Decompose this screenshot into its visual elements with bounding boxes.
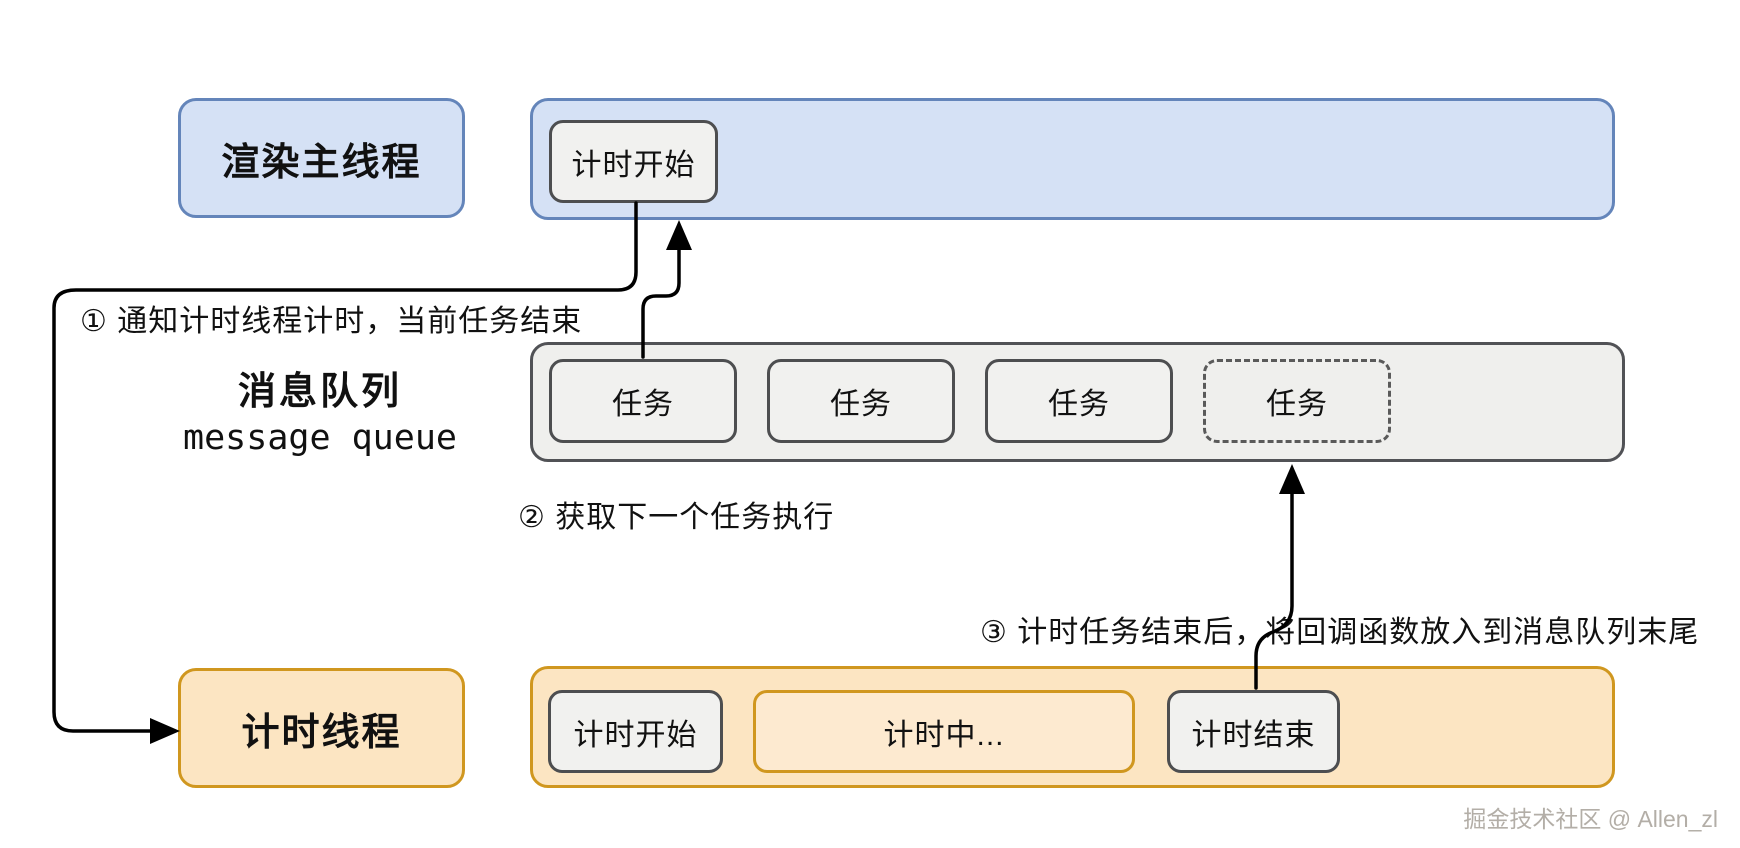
render-main-thread-label-box: 渲染主线程 [178, 98, 465, 218]
arrowhead-right-icon [150, 718, 180, 744]
timing-start-box-timer: 计时开始 [548, 690, 723, 773]
annotation-1: ① 通知计时线程计时，当前任务结束 [80, 305, 583, 338]
message-queue-label-zh: 消息队列 [237, 370, 402, 413]
annotation-3: ③ 计时任务结束后，将回调函数放入到消息队列末尾 [980, 616, 1700, 649]
timer-thread-label: 计时线程 [241, 711, 402, 754]
task-box-4-pending: 任务 [1203, 359, 1391, 443]
timing-start-box-main: 计时开始 [549, 120, 718, 203]
task-box-2: 任务 [767, 359, 955, 443]
watermark: 掘金技术社区 @ Allen_zl [1463, 806, 1718, 832]
message-queue-label: 消息队列 message queue [140, 360, 500, 470]
message-queue-label-en: message queue [183, 418, 457, 458]
arrowhead-up-icon [1279, 464, 1305, 494]
timing-start-label-main: 计时开始 [571, 148, 696, 182]
task-label-3: 任务 [1048, 388, 1110, 421]
arrow-enqueue-callback [1254, 464, 1305, 690]
timer-thread-label-box: 计时线程 [178, 668, 465, 788]
arrow-next-task [641, 220, 692, 359]
timing-in-progress-box: 计时中... [753, 690, 1135, 773]
task-label-2: 任务 [830, 388, 892, 421]
timing-in-progress-label: 计时中... [883, 718, 1005, 752]
timing-end-label: 计时结束 [1191, 718, 1316, 752]
arrowhead-up-icon [666, 220, 692, 250]
render-main-thread-label: 渲染主线程 [221, 141, 422, 184]
task-box-3: 任务 [985, 359, 1173, 443]
arrow-notify-timer-thread [52, 201, 638, 744]
annotation-2: ② 获取下一个任务执行 [518, 501, 835, 534]
task-label-4: 任务 [1266, 388, 1328, 421]
task-label-1: 任务 [612, 388, 674, 421]
timing-end-box: 计时结束 [1167, 690, 1340, 773]
timing-start-label-timer: 计时开始 [573, 718, 698, 752]
task-box-1: 任务 [549, 359, 737, 443]
